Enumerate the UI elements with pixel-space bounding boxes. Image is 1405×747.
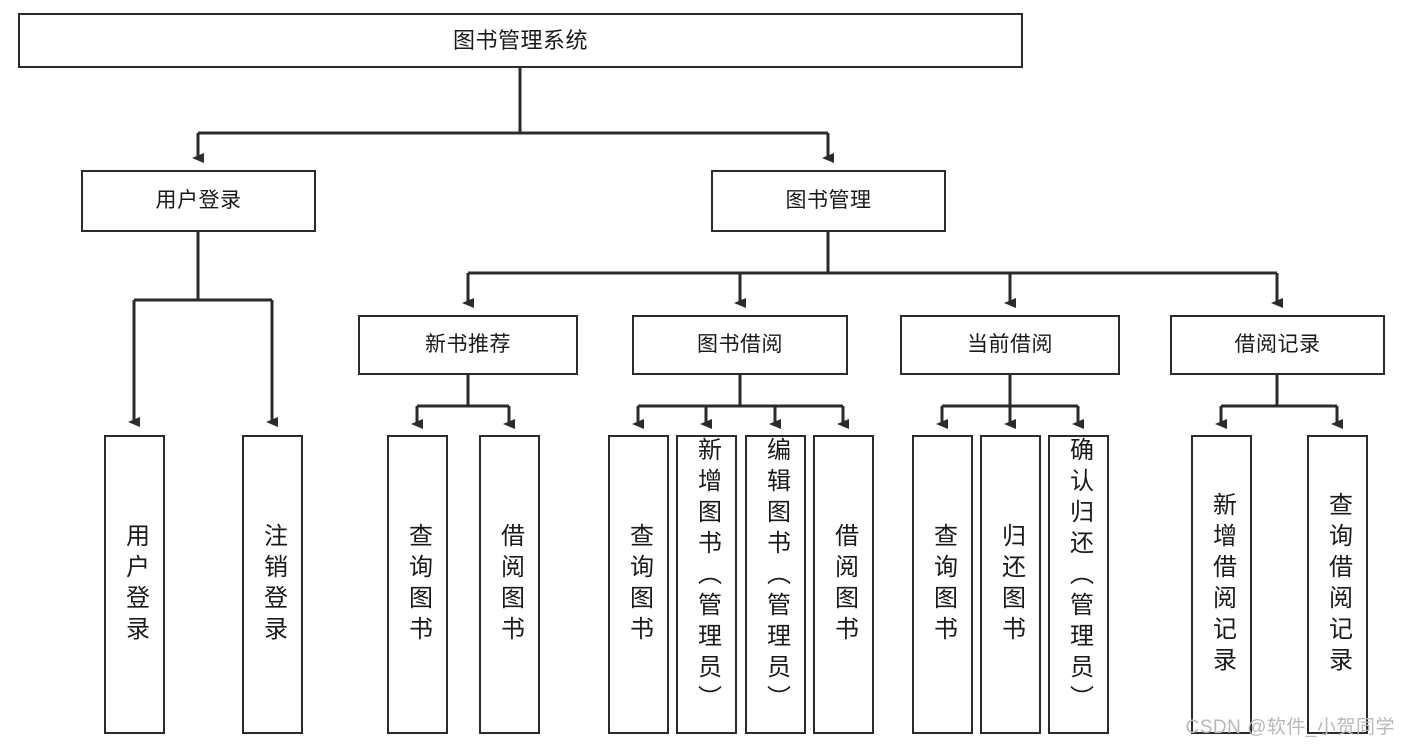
node-label: 编辑图书（管理员） [762, 437, 790, 716]
node-label: 新增图书（管理员） [693, 437, 721, 716]
leaf-current-confirm-return-admin[interactable]: 确认归还（管理员） [1048, 435, 1109, 734]
leaf-recommend-query-book[interactable]: 查询图书 [387, 435, 448, 734]
node-label: 注销登录 [259, 522, 287, 647]
leaf-borrow-edit-book-admin[interactable]: 编辑图书（管理员） [745, 435, 806, 734]
leaf-user-login-login[interactable]: 用户登录 [104, 435, 165, 734]
leaf-borrow-query-book[interactable]: 查询图书 [608, 435, 669, 734]
node-label: 查询图书 [404, 522, 432, 647]
node-borrow-record[interactable]: 借阅记录 [1170, 315, 1385, 375]
node-label: 用户登录 [121, 522, 149, 647]
leaf-record-add-record[interactable]: 新增借阅记录 [1191, 435, 1252, 734]
watermark: CSDN @软件_小贺同学 [1185, 717, 1395, 738]
node-user-login[interactable]: 用户登录 [81, 170, 316, 232]
node-book-borrow[interactable]: 图书借阅 [632, 315, 848, 375]
leaf-user-login-logout[interactable]: 注销登录 [242, 435, 303, 734]
node-label: 查询借阅记录 [1324, 491, 1352, 678]
leaf-current-query-book[interactable]: 查询图书 [912, 435, 973, 734]
node-current-borrow[interactable]: 当前借阅 [900, 315, 1120, 375]
node-label: 查询图书 [625, 522, 653, 647]
node-label: 确认归还（管理员） [1065, 437, 1093, 716]
leaf-borrow-add-book-admin[interactable]: 新增图书（管理员） [676, 435, 737, 734]
node-book-management[interactable]: 图书管理 [711, 170, 946, 232]
leaf-borrow-borrow-book[interactable]: 借阅图书 [813, 435, 874, 734]
node-new-book-recommend[interactable]: 新书推荐 [358, 315, 578, 375]
node-label: 当前借阅 [967, 332, 1053, 356]
node-label: 图书管理 [785, 188, 872, 212]
node-label: 查询图书 [929, 522, 957, 647]
node-label: 借阅记录 [1234, 332, 1321, 356]
node-label: 新书推荐 [425, 332, 511, 356]
node-label: 图书借阅 [697, 332, 783, 356]
node-label: 图书管理系统 [452, 27, 588, 53]
node-label: 归还图书 [997, 522, 1025, 647]
node-label: 借阅图书 [496, 522, 524, 647]
leaf-recommend-borrow-book[interactable]: 借阅图书 [479, 435, 540, 734]
node-label: 新增借阅记录 [1208, 491, 1236, 678]
leaf-record-query-record[interactable]: 查询借阅记录 [1307, 435, 1368, 734]
node-label: 借阅图书 [830, 522, 858, 647]
leaf-current-return-book[interactable]: 归还图书 [980, 435, 1041, 734]
node-label: 用户登录 [155, 188, 242, 212]
node-root-system[interactable]: 图书管理系统 [18, 13, 1023, 68]
